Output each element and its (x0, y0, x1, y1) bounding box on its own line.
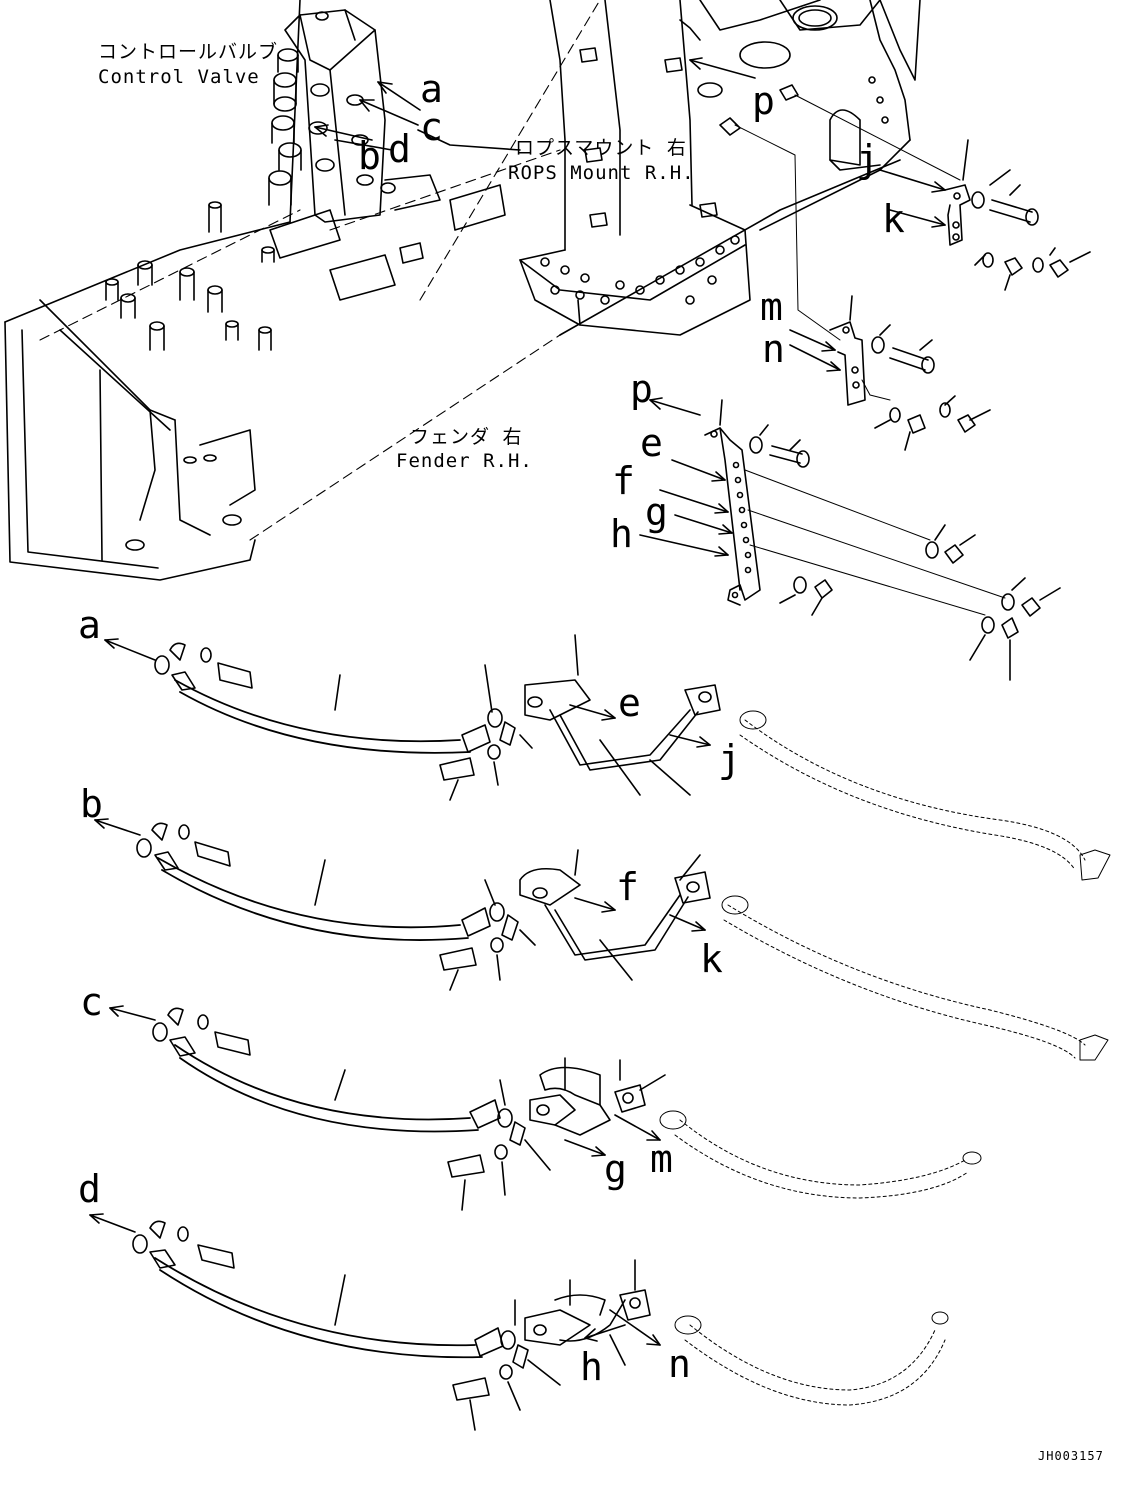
callout-c-hose: c (80, 980, 103, 1024)
callout-k-hose: k (700, 937, 723, 981)
label-rops-mount-jp: ロプスマウント 右 (515, 137, 687, 159)
callout-n-top: n (762, 327, 785, 371)
callout-e-mid: e (640, 421, 663, 465)
rops-mount-drawing (519, 0, 961, 341)
bracket-j-k (944, 139, 1091, 291)
callout-n-hose: n (668, 1342, 691, 1386)
label-fender-en: Fender R.H. (396, 450, 533, 472)
callout-j-hose: j (718, 737, 741, 781)
callout-m-top: m (760, 285, 783, 329)
label-control-valve-en: Control Valve (98, 66, 260, 88)
callout-c: c (420, 105, 443, 149)
label-control-valve-jp: コントロールバルブ (98, 41, 279, 63)
hose-row-b (136, 822, 1109, 1061)
bracket-m-n (829, 295, 991, 451)
callout-f-hose: f (616, 865, 639, 909)
callout-p-mid: p (630, 367, 653, 411)
callout-a-hose: a (78, 603, 101, 647)
drawing-code: JH003157 (1038, 1449, 1104, 1463)
callout-g-hose: g (604, 1147, 627, 1191)
callout-b-hose: b (80, 782, 103, 826)
callout-g-mid: g (645, 490, 668, 534)
callout-f-mid: f (612, 459, 635, 503)
callout-b: b (358, 134, 381, 178)
callout-e-hose: e (618, 681, 641, 725)
callout-k-top: k (882, 197, 905, 241)
callout-a: a (420, 67, 443, 111)
label-rops-mount-en: ROPS Mount R.H. (508, 162, 695, 184)
control-valve-drawing (268, 9, 441, 223)
hose-row-d (132, 1220, 949, 1431)
hose-row-a (154, 634, 1111, 881)
bracket-p-efgh (704, 399, 1061, 681)
callout-h-mid: h (610, 512, 633, 556)
hose-row-c (152, 1007, 982, 1211)
callout-d: d (388, 127, 411, 171)
label-fender-jp: フェンダ 右 (410, 426, 523, 448)
callout-d-hose: d (78, 1167, 101, 1211)
callout-j-top: j (856, 137, 879, 181)
arrows (89, 57, 946, 1346)
callout-m-hose: m (650, 1137, 673, 1181)
callout-p-top: p (752, 79, 775, 123)
callout-h-hose: h (580, 1345, 603, 1389)
